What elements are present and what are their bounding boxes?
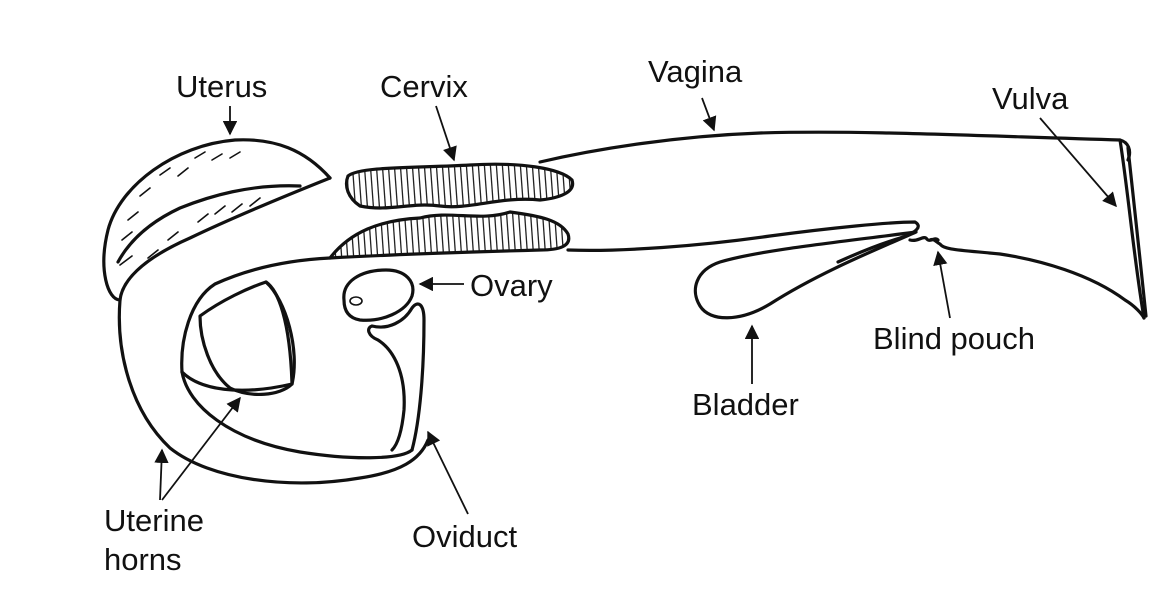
arrow-vagina [701, 97, 717, 132]
label-vulva: Vulva [992, 81, 1069, 116]
cervix-hatch-line [561, 164, 567, 208]
cervix-hatch-line [541, 212, 547, 258]
cervix-hatch-line [525, 164, 531, 208]
cervix-hatch-line [489, 164, 495, 208]
cervix-hatch-line [553, 212, 559, 258]
arrow-blind-pouch [933, 250, 951, 319]
cervix-hatch-line [471, 164, 477, 208]
label-bladder: Bladder [692, 387, 799, 422]
oviduct [367, 302, 426, 452]
cervix-hatch-line [361, 212, 367, 258]
label-uterine-horns-line2: horns [104, 541, 182, 577]
label-uterine-horns-line1: Uterine [104, 503, 204, 538]
cervix-lower [320, 205, 576, 262]
vulva [1118, 138, 1148, 320]
label-cervix: Cervix [380, 69, 468, 104]
cervix-hatch-line [373, 212, 379, 258]
cervix-hatch-line [580, 160, 584, 215]
uterus-body [102, 138, 332, 302]
cervix-hatch-line [367, 212, 373, 258]
cervix-hatch-line [547, 212, 553, 258]
arrow-vulva [1039, 117, 1117, 208]
ovary [342, 268, 415, 322]
cervix-hatch-line [487, 212, 493, 258]
bladder [693, 230, 918, 320]
cervix-hatch-line [495, 164, 501, 208]
arrow-uterine-horns-b [161, 396, 241, 501]
label-vagina: Vagina [648, 54, 743, 89]
cervix-hatch-line [572, 205, 576, 262]
arrow-cervix [435, 105, 457, 162]
uterine-horns [117, 256, 430, 485]
cervix-hatch-line [351, 164, 357, 208]
cervix-hatch-line [320, 205, 324, 262]
cervix-hatch-line [535, 212, 541, 258]
cervix-upper [340, 160, 584, 215]
vagina-tube [538, 130, 1146, 320]
blind-pouch [908, 236, 940, 243]
cervix-hatch-line [349, 212, 355, 258]
cervix-hatch-line [529, 212, 535, 258]
cervix-hatch-line [385, 212, 391, 258]
label-uterus: Uterus [176, 69, 268, 104]
label-blind-pouch: Blind pouch [873, 321, 1036, 356]
cervix-hatch-line [501, 164, 507, 208]
cervix-hatch-line [340, 160, 344, 215]
cervix-hatch-line [337, 212, 343, 258]
cervix-hatch-line [519, 164, 525, 208]
cervix-hatch-line [559, 212, 565, 258]
arrow-oviduct [427, 430, 469, 515]
label-ovary: Ovary [470, 268, 553, 303]
cervix-hatch-line [513, 164, 519, 208]
arrow-uterine-horns-a [154, 448, 169, 501]
label-arrows [154, 97, 1117, 515]
cervix-hatch-line [477, 164, 483, 208]
label-uterine-horns: Uterine horns [104, 502, 204, 580]
cervix-hatch-line [481, 212, 487, 258]
cervix-hatch-line [507, 164, 513, 208]
cervix-hatch-line [483, 164, 489, 208]
cervix-hatch-line [330, 212, 331, 258]
cervix-hatch-line [555, 164, 561, 208]
cervix-hatch-line [379, 212, 385, 258]
cervix-hatch-line [574, 160, 578, 215]
cervix-hatch-line [343, 212, 349, 258]
label-oviduct: Oviduct [412, 519, 518, 554]
